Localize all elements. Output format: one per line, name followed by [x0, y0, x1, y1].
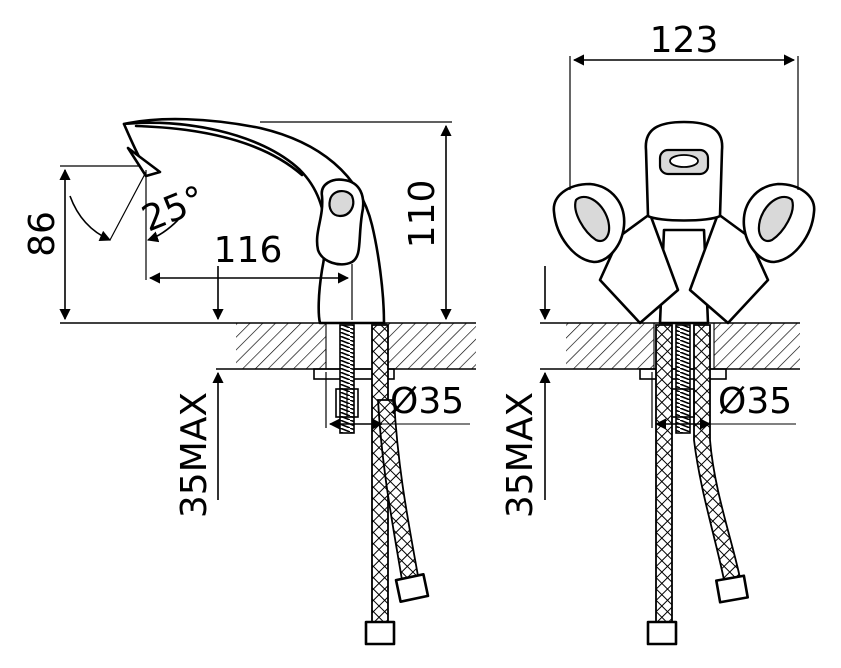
dim-123-label: 123 — [650, 20, 719, 61]
side-faucet-body — [122, 117, 386, 325]
side-hose-rear-fitting — [394, 573, 430, 603]
dim-110-label: 110 — [402, 180, 443, 249]
dim-116-label: 116 — [214, 230, 283, 271]
side-view: 86 25° 116 110 35MAX Ø35 — [22, 117, 476, 646]
front-nut — [671, 388, 695, 418]
front-threaded-rod — [675, 324, 691, 434]
front-hose-left — [655, 324, 673, 626]
front-diameter-label: Ø35 — [718, 381, 792, 422]
front-view: 123 35MAX Ø35 — [500, 20, 816, 646]
side-hose-front-fitting — [364, 620, 396, 646]
dim-86-label: 86 — [22, 211, 63, 257]
front-hose-left-fitting — [646, 620, 678, 646]
side-spout-tip — [126, 146, 162, 178]
dim-25-angle-label: 25° — [136, 178, 211, 240]
side-35max-label: 35MAX — [174, 392, 215, 518]
side-countertop — [60, 322, 476, 370]
front-handle-right-grip — [757, 195, 794, 243]
front-35max-label: 35MAX — [500, 392, 541, 518]
side-handle-grip — [328, 190, 355, 218]
front-hose-right-fitting — [715, 574, 749, 604]
side-threaded-rod — [339, 324, 355, 434]
front-handle-left-grip — [574, 195, 611, 243]
side-diameter-label: Ø35 — [390, 381, 464, 422]
